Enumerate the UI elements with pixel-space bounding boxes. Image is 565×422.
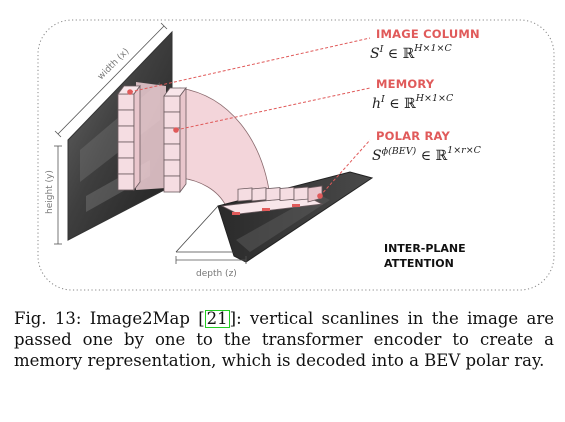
label-inter-plane-line1: INTER-PLANE bbox=[384, 242, 466, 255]
leader-image-column bbox=[129, 37, 371, 93]
math-image-column: SI ∈ ℝH×1×C bbox=[370, 43, 453, 62]
height-axis-label: height (y) bbox=[45, 170, 55, 214]
caption-suffix: ]: vertical scanlines in the image are p… bbox=[14, 309, 554, 370]
math-polar-ray: Sϕ(BEV) ∈ ℝ1×r×C bbox=[372, 145, 482, 164]
depth-axis-label: depth (z) bbox=[196, 269, 237, 279]
citation-link[interactable]: 21 bbox=[204, 309, 230, 328]
image-column-stack bbox=[117, 84, 141, 192]
bev-polar-wedge bbox=[217, 171, 374, 263]
width-axis-line bbox=[57, 25, 165, 135]
figure-caption: Fig. 13: Image2Map [21]: vertical scanli… bbox=[14, 308, 554, 371]
caption-prefix: Fig. 13: Image2Map [ bbox=[14, 309, 205, 328]
figure-diagram: width (x) height (y) bbox=[37, 19, 555, 291]
depth-axis-line bbox=[175, 205, 219, 253]
projection-band bbox=[136, 82, 166, 190]
polar-ray-stack bbox=[220, 185, 324, 215]
leader-polar-ray bbox=[319, 139, 371, 197]
diagram-svg: width (x) height (y) bbox=[37, 19, 555, 291]
label-polar-ray: POLAR RAY bbox=[376, 129, 451, 143]
memory-stack bbox=[163, 86, 187, 194]
leader-memory bbox=[175, 87, 371, 131]
math-memory: hI ∈ ℝH×1×C bbox=[372, 93, 454, 112]
dotted-frame bbox=[37, 19, 555, 291]
label-image-column: IMAGE COLUMN bbox=[376, 27, 480, 41]
label-inter-plane-line2: ATTENTION bbox=[384, 257, 454, 270]
label-memory: MEMORY bbox=[376, 77, 435, 91]
